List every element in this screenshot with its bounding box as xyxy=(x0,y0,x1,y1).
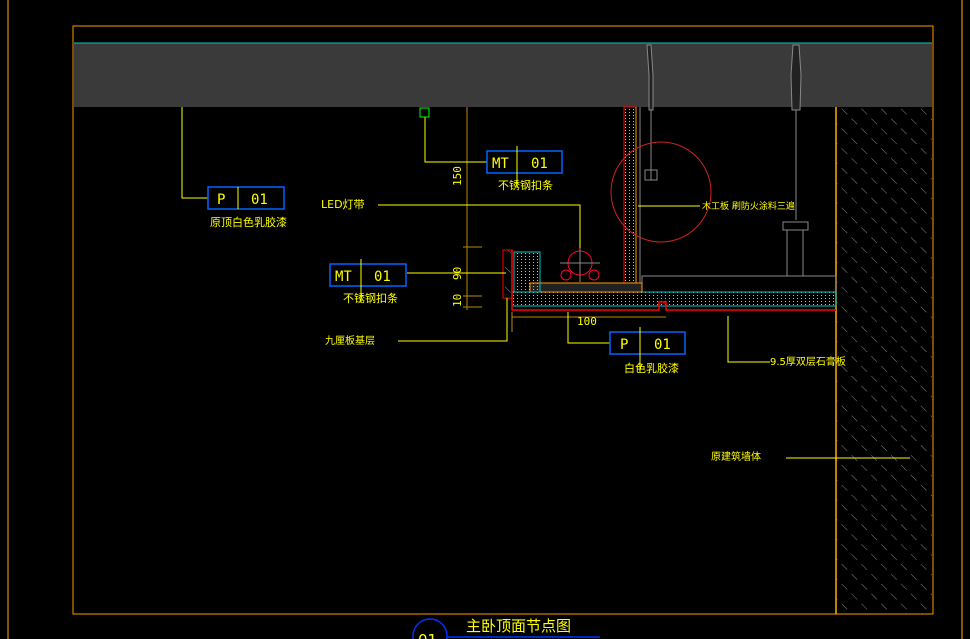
label-wood: 木工板 刷防火涂料三遍 xyxy=(702,200,795,212)
svg-text:01: 01 xyxy=(531,156,548,172)
dim-150: 150 xyxy=(451,166,464,186)
label-base: 九厘板基层 xyxy=(325,334,375,347)
svg-text:MT: MT xyxy=(335,269,352,285)
label-gypsum: 9.5厚双层石膏板 xyxy=(770,355,846,368)
ceiling-box xyxy=(641,275,837,293)
tag-p-left: P 01 原顶白色乳胶漆 xyxy=(207,186,287,229)
plywood-base xyxy=(529,282,643,293)
leader-lines xyxy=(181,107,910,459)
drawing-title: 主卧顶面节点图 xyxy=(466,617,571,635)
dim-10: 10 xyxy=(451,294,464,307)
gypsum-board xyxy=(511,291,837,307)
trough-side xyxy=(513,251,541,293)
drawing-number-circle xyxy=(412,618,448,639)
anchor-marker xyxy=(419,107,430,118)
svg-text:MT: MT xyxy=(492,156,509,172)
concrete-slab xyxy=(74,43,932,107)
dimension-vertical xyxy=(463,107,666,332)
dim-100: 100 xyxy=(577,315,597,328)
wood-board-vertical xyxy=(623,106,641,292)
svg-text:原顶白色乳胶漆: 原顶白色乳胶漆 xyxy=(210,215,287,229)
led-strip-fixture xyxy=(560,245,600,282)
hanger-rod-2 xyxy=(782,44,809,277)
svg-text:P: P xyxy=(217,192,225,208)
drawing-frame xyxy=(72,25,934,615)
svg-text:白色乳胶漆: 白色乳胶漆 xyxy=(624,361,679,375)
svg-text:不锈钢扣条: 不锈钢扣条 xyxy=(498,178,553,192)
svg-text:01: 01 xyxy=(654,337,671,353)
tag-p-bottom: P 01 白色乳胶漆 xyxy=(609,327,686,375)
drawing-number: 01 xyxy=(418,631,437,639)
building-wall xyxy=(836,107,932,613)
stainless-trim xyxy=(502,249,513,299)
ceiling-red-line xyxy=(511,250,836,311)
svg-text:01: 01 xyxy=(251,192,268,208)
detail-callout-circle xyxy=(610,141,712,243)
label-led: LED灯带 xyxy=(321,198,365,211)
tag-mt-top: MT 01 不锈钢扣条 xyxy=(486,146,563,192)
svg-text:P: P xyxy=(620,337,628,353)
hanger-rod-1 xyxy=(644,44,658,181)
label-wall: 原建筑墙体 xyxy=(711,450,761,463)
svg-text:01: 01 xyxy=(374,269,391,285)
tag-mt-left: MT 01 不锈钢扣条 xyxy=(329,259,407,305)
svg-text:不锈钢扣条: 不锈钢扣条 xyxy=(343,291,398,305)
